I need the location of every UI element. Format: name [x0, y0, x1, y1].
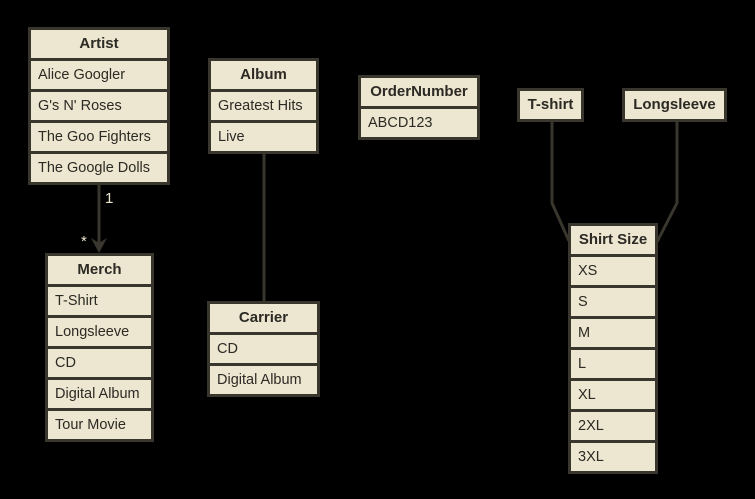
entity-artist-title: Artist [31, 30, 167, 58]
connector-tshirt-shirtsize [550, 122, 571, 242]
entity-order-number-row: ABCD123 [361, 109, 477, 137]
entity-merch-row: T-Shirt [48, 287, 151, 315]
entity-tshirt-title: T-shirt [520, 91, 581, 119]
entity-longsleeve-title: Longsleeve [625, 91, 724, 119]
entity-shirt-size-row: XL [571, 381, 655, 409]
entity-shirt-size-title: Shirt Size [571, 226, 655, 254]
entity-longsleeve: Longsleeve [622, 88, 727, 122]
entity-shirt-size-row: XS [571, 257, 655, 285]
entity-merch-row: Digital Album [48, 380, 151, 408]
entity-album-title: Album [211, 61, 316, 89]
entity-shirt-size-row: M [571, 319, 655, 347]
entity-artist-row: The Goo Fighters [31, 123, 167, 151]
entity-tshirt: T-shirt [517, 88, 584, 122]
entity-merch-row: Longsleeve [48, 318, 151, 346]
entity-shirt-size-row: 2XL [571, 412, 655, 440]
multiplicity-label-one: 1 [105, 190, 113, 207]
entity-artist-row: The Google Dolls [31, 154, 167, 182]
entity-merch-row: Tour Movie [48, 411, 151, 439]
entity-merch: Merch T-Shirt Longsleeve CD Digital Albu… [45, 253, 154, 442]
entity-album: Album Greatest Hits Live [208, 58, 319, 154]
entity-order-number: OrderNumber ABCD123 [358, 75, 480, 140]
entity-carrier: Carrier CD Digital Album [207, 301, 320, 397]
entity-carrier-row: Digital Album [210, 366, 317, 394]
entity-album-row: Greatest Hits [211, 92, 316, 120]
entity-shirt-size-row: S [571, 288, 655, 316]
entity-merch-title: Merch [48, 256, 151, 284]
entity-artist-row: G's N' Roses [31, 92, 167, 120]
multiplicity-label-many: * [81, 233, 87, 250]
entity-artist: Artist Alice Googler G's N' Roses The Go… [28, 27, 170, 185]
entity-order-number-title: OrderNumber [361, 78, 477, 106]
entity-merch-row: CD [48, 349, 151, 377]
entity-carrier-title: Carrier [210, 304, 317, 332]
entity-shirt-size: Shirt Size XS S M L XL 2XL 3XL [568, 223, 658, 474]
entity-carrier-row: CD [210, 335, 317, 363]
entity-artist-row: Alice Googler [31, 61, 167, 89]
connector-arrowhead [91, 238, 107, 253]
entity-shirt-size-row: 3XL [571, 443, 655, 471]
connector-longsleeve-shirtsize [655, 122, 679, 243]
entity-album-row: Live [211, 123, 316, 151]
entity-shirt-size-row: L [571, 350, 655, 378]
